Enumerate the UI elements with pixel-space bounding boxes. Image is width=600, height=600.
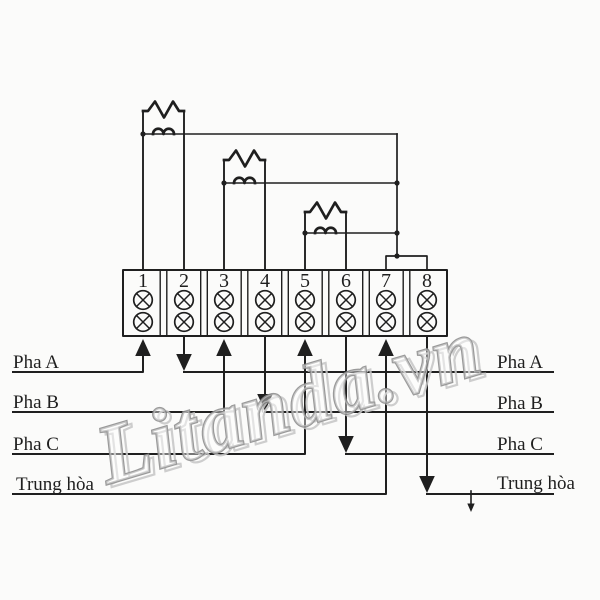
arrow-down-icon [338,436,354,453]
voltage-coil-icon [232,176,257,185]
arrow-up-icon [297,339,313,356]
terminal-screw-icon [173,289,195,311]
label-source-phase-a: Pha A [13,352,59,373]
wire [12,355,144,373]
terminal-number: 7 [381,270,391,292]
terminal-screw-icon [416,311,438,333]
label-source-phase-c: Pha C [13,434,59,455]
meter-element-3 [302,201,398,271]
terminal-number: 3 [219,270,229,292]
junction-dot [394,230,400,236]
terminal-screw-icon [294,311,316,333]
terminal-number: 4 [260,270,270,292]
terminal-screw-icon [335,289,357,311]
terminal-screw-icon [294,289,316,311]
current-coil-icon [141,100,186,119]
voltage-coil-icon [313,226,338,235]
label-load-neutral: Trung hòa [497,473,576,494]
junction-dot [221,180,227,186]
label-load-phase-a: Pha A [497,352,543,373]
terminal-screw-icon [213,311,235,333]
terminal-number: 1 [138,270,148,292]
arrow-up-icon [135,339,151,356]
terminal-7: 7 [375,270,397,333]
wire-source-phase-a [12,339,151,373]
meter-element-2 [221,149,398,271]
label-load-phase-c: Pha C [497,434,543,455]
terminal-screw-icon [375,289,397,311]
arrow-up-icon [378,339,394,356]
wire [12,355,306,455]
junction-dot [302,230,308,236]
arrow-down-small-icon [467,503,475,512]
diagram-ink: 1 2 3 4 5 [12,100,576,512]
arrow-down-icon [419,476,435,493]
bottom-wiring [12,335,554,512]
label-source-neutral: Trung hòa [16,474,95,495]
arrow-up-icon [216,339,232,356]
terminal-block-outline [122,269,448,337]
wire-load-phase-a [176,335,554,373]
terminal-dividers [159,269,411,337]
terminal-8: 8 [416,270,438,333]
terminal-screw-icon [416,289,438,311]
junction-dot [394,180,400,186]
junction-dot [140,131,146,137]
terminal-2: 2 [173,270,195,333]
wire [12,355,225,413]
terminal-screw-icon [173,311,195,333]
current-coil-icon [222,149,267,168]
terminal-4: 4 [254,270,276,333]
terminal-block: 1 2 3 4 5 [122,269,448,337]
terminal-screw-icon [132,311,154,333]
voltage-coil-icon [151,127,176,136]
terminal-6: 6 [335,270,357,333]
terminal-1: 1 [132,270,154,333]
arrow-down-icon [176,354,192,371]
wire [12,355,387,495]
terminal-screw-icon [132,289,154,311]
label-source-phase-b: Pha B [13,392,59,413]
neutral-ground-tick [467,490,475,512]
terminal-number: 5 [300,270,310,292]
terminal-screw-icon [254,311,276,333]
terminal-7-8-bridge [385,255,428,271]
terminal-number: 6 [341,270,351,292]
label-load-phase-b: Pha B [497,393,543,414]
wire-source-phase-b [12,339,232,413]
terminal-screw-icon [254,289,276,311]
arrow-down-icon [257,394,273,411]
wire-load-phase-b [257,335,554,413]
terminal-screw-icon [375,311,397,333]
wire-source-phase-c [12,339,313,455]
wire-load-neutral [419,335,554,495]
terminal-screw-icon [213,289,235,311]
current-coil-icon [303,201,348,220]
terminal-3: 3 [213,270,235,333]
terminal-number: 8 [422,270,432,292]
wire-load-phase-c [338,335,554,455]
terminal-5: 5 [294,270,316,333]
terminal-screw-icon [335,311,357,333]
wire-source-neutral [12,339,394,495]
terminal-number: 2 [179,270,189,292]
meter-element-1 [140,100,398,271]
